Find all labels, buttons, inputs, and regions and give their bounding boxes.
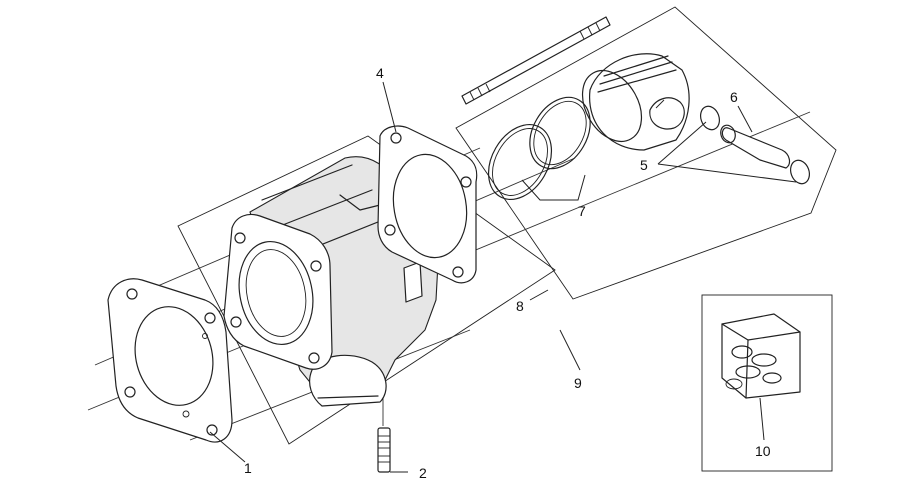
- callout-6: 6: [730, 89, 738, 105]
- head-gasket-icon: [377, 125, 478, 284]
- callout-2: 2: [419, 465, 427, 481]
- leader-lines: [209, 81, 797, 473]
- piston-ring-icon: [487, 96, 591, 200]
- base-gasket-icon: [107, 278, 233, 443]
- stud-bolt-icon: [377, 427, 391, 473]
- callout-5: 5: [640, 157, 648, 173]
- gasket-kit-icon: [721, 313, 801, 399]
- long-stud-bolt-icon: [461, 16, 611, 105]
- callout-4: 4: [376, 65, 384, 81]
- circlip-icon: [699, 105, 811, 185]
- callout-7: 7: [578, 203, 586, 219]
- callout-9: 9: [574, 375, 582, 391]
- callout-1: 1: [244, 460, 252, 476]
- piston-icon: [581, 53, 690, 151]
- cylinder-kit-outline: [177, 135, 556, 445]
- piston-pin-icon: [720, 124, 791, 169]
- piston-kit-outline: [455, 6, 837, 300]
- callout-10: 10: [755, 443, 771, 459]
- callout-8: 8: [516, 298, 524, 314]
- gasket-kit-box: [701, 294, 833, 472]
